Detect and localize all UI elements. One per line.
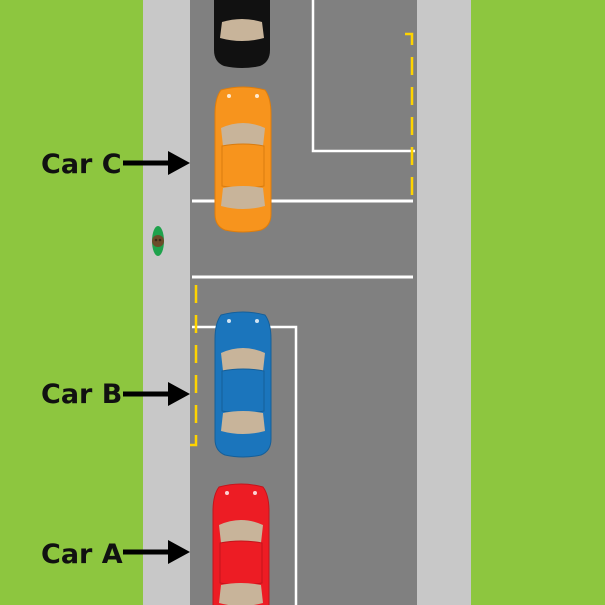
grass-right (471, 0, 605, 605)
label-car-b: Car B (41, 379, 122, 410)
car-c (214, 86, 272, 233)
label-car-c: Car C (41, 149, 122, 180)
car-a (212, 483, 270, 605)
parking-bay-upper (311, 0, 415, 153)
grass-left (0, 0, 143, 605)
arrow-right-icon (123, 382, 190, 406)
label-car-a: Car A (41, 539, 123, 570)
sidewalk-right (417, 0, 471, 605)
pedestrian-icon (152, 226, 164, 256)
arrow-right-icon (123, 151, 190, 175)
car-top (214, 0, 270, 68)
sidewalk-left (143, 0, 190, 605)
yellow-dashed-lower (190, 285, 198, 447)
car-b (214, 311, 272, 458)
arrow-right-icon (123, 540, 190, 564)
yellow-dashed-upper (405, 32, 414, 198)
